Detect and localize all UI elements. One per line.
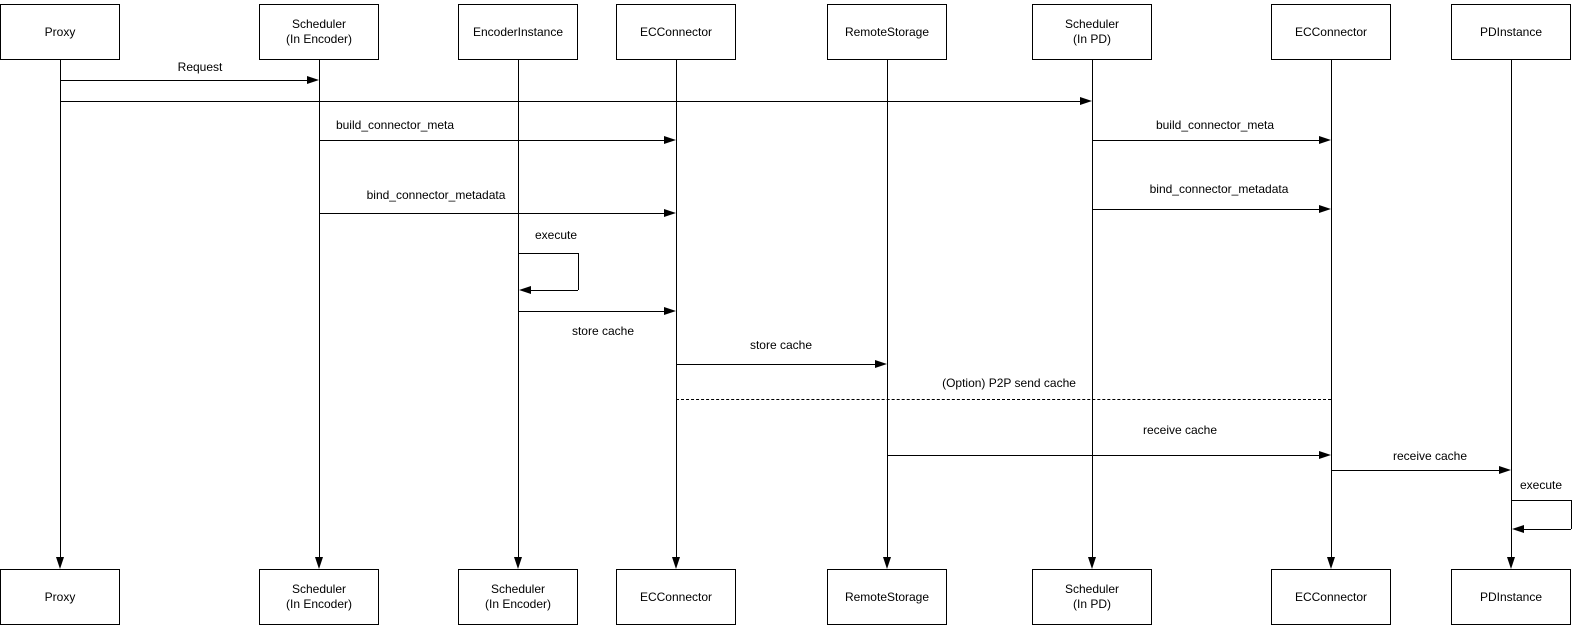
participant-box-bottom-scheduler-in-encoder: Scheduler(In Encoder) bbox=[259, 569, 379, 625]
participant-box-bottom-ec-connector-encoder: ECConnector bbox=[616, 569, 736, 625]
participant-label: Proxy bbox=[44, 24, 76, 39]
participant-label: (In Encoder) bbox=[285, 597, 353, 611]
message-p2p-send-cache bbox=[676, 399, 1331, 400]
message-build-connector-meta-encoder bbox=[319, 140, 666, 141]
arrowhead-icon bbox=[315, 557, 323, 569]
message-label-receive-cache-from-remote: receive cache bbox=[1142, 423, 1218, 437]
arrowhead-icon bbox=[1512, 525, 1524, 533]
message-label-build-connector-meta-encoder: build_connector_meta bbox=[335, 118, 455, 132]
message-proxy-to-scheduler-pd bbox=[60, 101, 1082, 102]
participant-label: (In PD) bbox=[1072, 32, 1111, 46]
message-build-connector-meta-pd bbox=[1092, 140, 1321, 141]
message-label-store-cache-to-connector: store cache bbox=[571, 324, 635, 338]
lifeline-ec-connector-encoder bbox=[676, 60, 677, 559]
message-receive-cache-to-pd bbox=[1331, 470, 1501, 471]
participant-label: Scheduler bbox=[1064, 582, 1120, 596]
message-execute-encoder bbox=[518, 253, 578, 254]
message-store-cache-to-remote bbox=[676, 364, 877, 365]
message-bind-connector-metadata-pd bbox=[1092, 209, 1321, 210]
message-bind-connector-metadata-encoder bbox=[319, 213, 666, 214]
lifeline-encoder-instance bbox=[518, 60, 519, 559]
arrowhead-icon bbox=[664, 209, 676, 217]
arrowhead-icon bbox=[56, 557, 64, 569]
participant-label: PDInstance bbox=[1479, 589, 1543, 604]
participant-label: Scheduler bbox=[291, 17, 347, 31]
participant-box-top-scheduler-in-encoder: Scheduler(In Encoder) bbox=[259, 4, 379, 60]
participant-label: PDInstance bbox=[1479, 24, 1543, 39]
participant-label: Scheduler bbox=[1064, 17, 1120, 31]
lifeline-remote-storage bbox=[887, 60, 888, 559]
message-execute-pd bbox=[1511, 500, 1571, 501]
lifeline-ec-connector-pd bbox=[1331, 60, 1332, 559]
participant-label: Scheduler bbox=[490, 582, 546, 596]
message-label-store-cache-to-remote: store cache bbox=[749, 338, 813, 352]
participant-label: (In Encoder) bbox=[285, 32, 353, 46]
participant-label: RemoteStorage bbox=[844, 24, 930, 39]
arrowhead-icon bbox=[1080, 97, 1092, 105]
arrowhead-icon bbox=[883, 557, 891, 569]
message-label-request: Request bbox=[177, 60, 223, 74]
message-receive-cache-from-remote bbox=[887, 455, 1321, 456]
arrowhead-icon bbox=[875, 360, 887, 368]
arrowhead-icon bbox=[664, 307, 676, 315]
message-execute-encoder-return bbox=[529, 290, 578, 291]
participant-box-bottom-ec-connector-pd: ECConnector bbox=[1271, 569, 1391, 625]
message-execute-pd-side bbox=[1571, 500, 1572, 529]
arrowhead-icon bbox=[514, 557, 522, 569]
participant-label: ECConnector bbox=[1294, 589, 1368, 604]
arrowhead-icon bbox=[519, 286, 531, 294]
participant-label: (In PD) bbox=[1072, 597, 1111, 611]
participant-box-top-proxy: Proxy bbox=[0, 4, 120, 60]
arrowhead-icon bbox=[672, 557, 680, 569]
lifeline-proxy bbox=[60, 60, 61, 559]
participant-label: (In Encoder) bbox=[484, 597, 552, 611]
lifeline-pd-instance bbox=[1511, 60, 1512, 559]
participant-box-bottom-encoder-instance: Scheduler(In Encoder) bbox=[458, 569, 578, 625]
lifeline-scheduler-in-pd bbox=[1092, 60, 1093, 559]
message-label-p2p-send-cache: (Option) P2P send cache bbox=[942, 376, 1076, 390]
arrowhead-icon bbox=[1507, 557, 1515, 569]
participant-box-bottom-pd-instance: PDInstance bbox=[1451, 569, 1571, 625]
participant-box-bottom-proxy: Proxy bbox=[0, 569, 120, 625]
arrowhead-icon bbox=[307, 76, 319, 84]
participant-box-top-remote-storage: RemoteStorage bbox=[827, 4, 947, 60]
participant-box-top-pd-instance: PDInstance bbox=[1451, 4, 1571, 60]
participant-box-top-scheduler-in-pd: Scheduler(In PD) bbox=[1032, 4, 1152, 60]
arrowhead-icon bbox=[1319, 205, 1331, 213]
arrowhead-icon bbox=[1319, 451, 1331, 459]
participant-box-bottom-remote-storage: RemoteStorage bbox=[827, 569, 947, 625]
arrowhead-icon bbox=[1327, 557, 1335, 569]
message-label-execute-encoder: execute bbox=[534, 228, 578, 242]
participant-box-top-encoder-instance: EncoderInstance bbox=[458, 4, 578, 60]
message-label-bind-connector-metadata-pd: bind_connector_metadata bbox=[1149, 182, 1289, 196]
message-request bbox=[60, 80, 309, 81]
arrowhead-icon bbox=[1319, 136, 1331, 144]
participant-label: EncoderInstance bbox=[472, 24, 564, 39]
message-label-execute-pd: execute bbox=[1519, 478, 1563, 492]
message-execute-encoder-side bbox=[578, 253, 579, 290]
message-store-cache-to-connector bbox=[518, 311, 666, 312]
message-label-receive-cache-to-pd: receive cache bbox=[1392, 449, 1468, 463]
arrowhead-icon bbox=[1088, 557, 1096, 569]
message-execute-pd-return bbox=[1522, 529, 1571, 530]
participant-label: ECConnector bbox=[1294, 24, 1368, 39]
participant-label: Proxy bbox=[44, 589, 76, 604]
participant-label: ECConnector bbox=[639, 589, 713, 604]
arrowhead-icon bbox=[664, 136, 676, 144]
participant-box-top-ec-connector-encoder: ECConnector bbox=[616, 4, 736, 60]
lifeline-scheduler-in-encoder bbox=[319, 60, 320, 559]
participant-box-bottom-scheduler-in-pd: Scheduler(In PD) bbox=[1032, 569, 1152, 625]
participant-label: ECConnector bbox=[639, 24, 713, 39]
message-label-bind-connector-metadata-encoder: bind_connector_metadata bbox=[366, 188, 506, 202]
participant-label: RemoteStorage bbox=[844, 589, 930, 604]
participant-box-top-ec-connector-pd: ECConnector bbox=[1271, 4, 1391, 60]
participant-label: Scheduler bbox=[291, 582, 347, 596]
arrowhead-icon bbox=[1499, 466, 1511, 474]
message-label-build-connector-meta-pd: build_connector_meta bbox=[1155, 118, 1275, 132]
